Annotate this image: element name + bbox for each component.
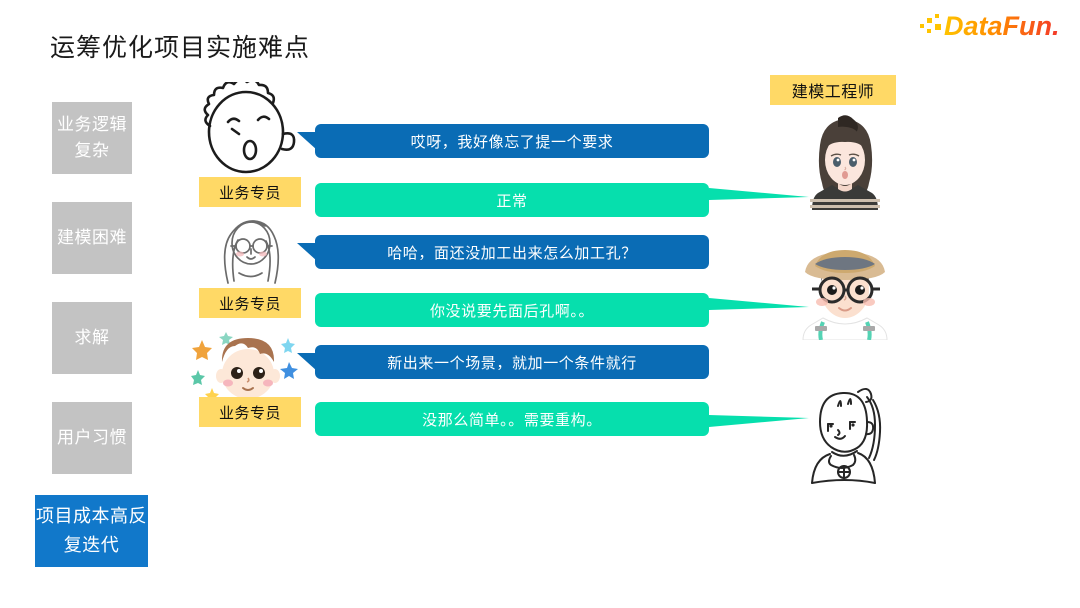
chat-bubble-business-3: 新出来一个场景，就加一个条件就行 [297, 345, 709, 379]
sidebar-item-label: 项目成本高反复迭代 [36, 506, 147, 555]
chat-bubble-engineer-1: 正常 [315, 183, 709, 217]
sidebar-item-label: 建模困难 [57, 228, 127, 247]
role-tag-engineer: 建模工程师 [770, 75, 896, 105]
sketch-long-hair-girl-avatar [198, 213, 304, 285]
role-tag-specialist-label: 业务专员 [218, 184, 281, 202]
sidebar-item-label: 业务逻辑复杂 [57, 115, 127, 160]
chat-bubble-text: 正常 [496, 192, 528, 210]
sidebar-item-label: 求解 [74, 328, 110, 347]
logo-dots-icon [920, 14, 941, 33]
chat-bubble-text: 哎呀，我好像忘了提一个要求 [410, 133, 614, 151]
role-tag-specialist-label: 业务专员 [218, 295, 281, 313]
sidebar-item-business-logic[interactable]: 业务逻辑复杂 [52, 102, 132, 174]
watercolor-bob-girl-avatar [802, 115, 888, 210]
role-tag-specialist-1: 业务专员 [199, 177, 301, 207]
sidebar-item-user-habits[interactable]: 用户习惯 [52, 402, 132, 474]
sidebar-item-project-cost[interactable]: 项目成本高反复迭代 [35, 495, 148, 567]
cartoon-boy-stars-avatar [190, 326, 306, 406]
role-tag-specialist-3: 业务专员 [199, 397, 301, 427]
connector-line-2 [709, 298, 809, 310]
connector-line-3 [709, 415, 809, 427]
chat-bubble-business-2: 哈哈，面还没加工出来怎么加工孔？ [297, 235, 709, 269]
sidebar-item-modeling-difficulty[interactable]: 建模困难 [52, 202, 132, 274]
chat-bubble-business-1: 哎呀，我好像忘了提一个要求 [297, 124, 709, 158]
star-decorations-icon [191, 332, 298, 403]
page-title: 运筹优化项目实施难点 [50, 34, 311, 62]
sidebar-item-label: 用户习惯 [57, 428, 127, 447]
sketch-ponytail-girl-avatar [798, 380, 898, 485]
role-tag-engineer-label: 建模工程师 [791, 84, 875, 101]
chat-bubble-text: 你没说要先面后孔啊。。 [429, 302, 595, 320]
datafun-logo: DataFun. [918, 8, 1068, 42]
sketch-curly-man-avatar [188, 78, 306, 174]
hat-glasses-person-avatar [795, 240, 895, 341]
chat-bubble-text: 新出来一个场景，就加一个条件就行 [387, 354, 637, 372]
role-tag-specialist-label: 业务专员 [218, 404, 281, 422]
chat-bubble-text: 没那么简单。。需要重构。 [422, 411, 602, 429]
logo-wordmark: DataFun. [944, 11, 1060, 41]
chat-bubble-engineer-3: 没那么简单。。需要重构。 [315, 402, 709, 436]
connector-line-1 [709, 188, 809, 200]
sidebar-item-solving[interactable]: 求解 [52, 302, 132, 374]
chat-bubble-text: 哈哈，面还没加工出来怎么加工孔？ [387, 244, 637, 262]
role-tag-specialist-2: 业务专员 [199, 288, 301, 318]
chat-bubble-engineer-2: 你没说要先面后孔啊。。 [315, 293, 709, 327]
